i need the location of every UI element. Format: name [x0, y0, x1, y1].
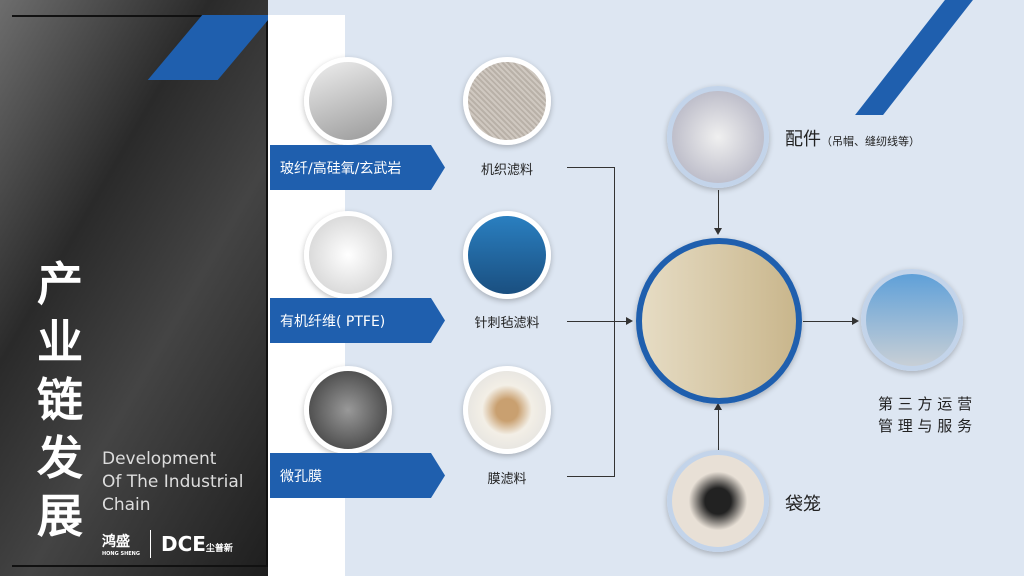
service-image	[861, 269, 963, 371]
product-label: 机织滤料	[480, 163, 533, 178]
product-label: 膜滤料	[487, 472, 527, 487]
vertical-title: 产业链发展	[37, 257, 83, 543]
en-line: Development	[102, 449, 217, 469]
service-label: 第 三 方 运 营管 理 与 服 务	[878, 395, 973, 435]
material-label: 有机纤维( PTFE)	[270, 298, 445, 343]
decor-stripe-right	[855, 0, 973, 115]
connector	[718, 190, 719, 228]
photo-panel	[0, 0, 268, 576]
cage-image	[667, 450, 769, 552]
product-label: 针刺毡滤料	[474, 316, 540, 331]
english-title: Development Of The Industrial Chain	[102, 448, 244, 517]
cage-label: 袋笼	[785, 494, 821, 515]
accessories-image	[667, 86, 769, 188]
arrowhead	[714, 228, 722, 235]
material-label: 玻纤/高硅氧/玄武岩	[270, 145, 445, 190]
material-image-ptfe	[304, 211, 392, 299]
product-image-membranefilter	[463, 366, 551, 454]
en-line: Of The Industrial	[102, 472, 244, 492]
connector	[803, 321, 853, 322]
arrowhead	[626, 317, 633, 325]
logo-divider	[149, 530, 151, 558]
connector	[614, 167, 615, 477]
arrowhead	[714, 403, 722, 410]
arrowhead	[852, 317, 859, 325]
dce-logo: DCE尘普新	[160, 532, 233, 556]
accessories-label: 配件（吊帽、缝纫线等）	[785, 129, 920, 150]
panel-frame	[12, 15, 268, 567]
product-image-needlefelt	[463, 211, 551, 299]
material-label: 微孔膜	[270, 453, 445, 498]
material-image-membrane	[304, 366, 392, 454]
product-image-woven	[463, 57, 551, 145]
connector	[718, 410, 719, 450]
connector	[567, 321, 629, 322]
en-line: Chain	[102, 495, 151, 515]
connector	[567, 167, 614, 168]
filter-bag-image	[636, 238, 802, 404]
material-image-glassfiber	[304, 57, 392, 145]
connector	[567, 476, 614, 477]
